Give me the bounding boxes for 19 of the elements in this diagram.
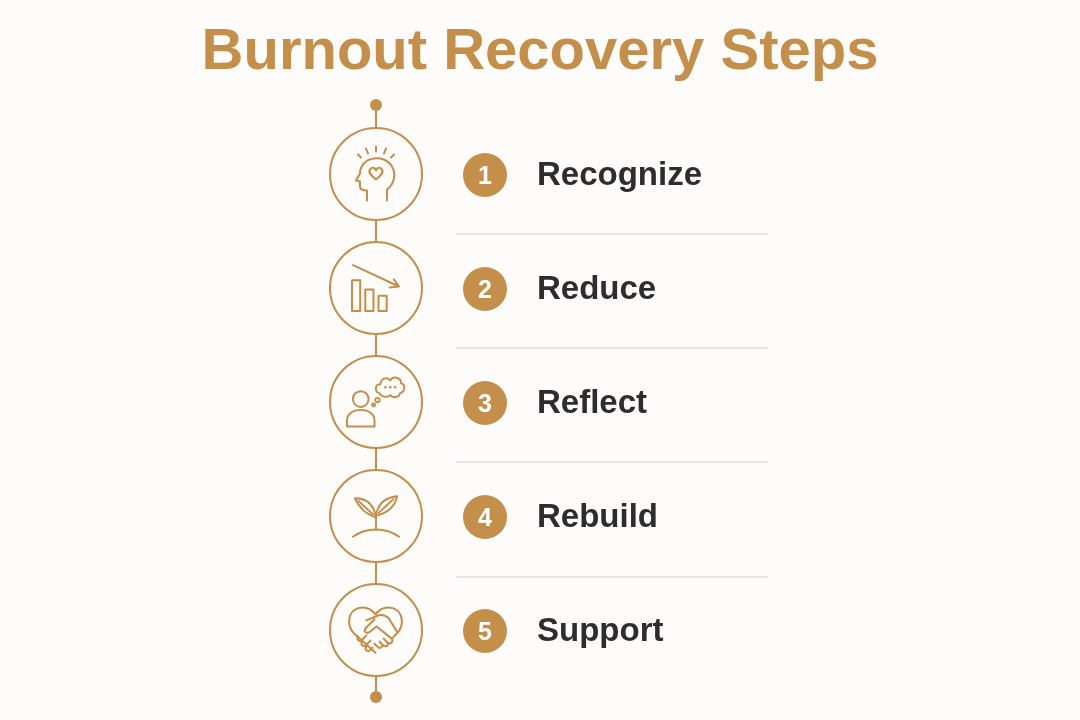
step-label: Reflect: [537, 382, 648, 422]
step-number-badge: 3: [463, 381, 507, 425]
connector-line: [375, 562, 377, 584]
connector-line: [375, 220, 377, 242]
step-label: Reduce: [537, 268, 657, 308]
timeline-end-dot: [370, 99, 382, 111]
step-label: Support: [537, 610, 664, 650]
connector-line: [375, 110, 377, 128]
connector-line: [375, 676, 377, 692]
step-number-badge: 4: [463, 495, 507, 539]
step-label: Rebuild: [537, 496, 658, 536]
connector-line: [375, 334, 377, 356]
step-label: Recognize: [537, 154, 703, 194]
title: Burnout Recovery Steps: [201, 16, 879, 82]
step-number-badge: 2: [463, 267, 507, 311]
step-number-badge: 5: [463, 609, 507, 653]
connector-line: [375, 448, 377, 470]
timeline-end-dot: [370, 691, 382, 703]
step-number-badge: 1: [463, 153, 507, 197]
